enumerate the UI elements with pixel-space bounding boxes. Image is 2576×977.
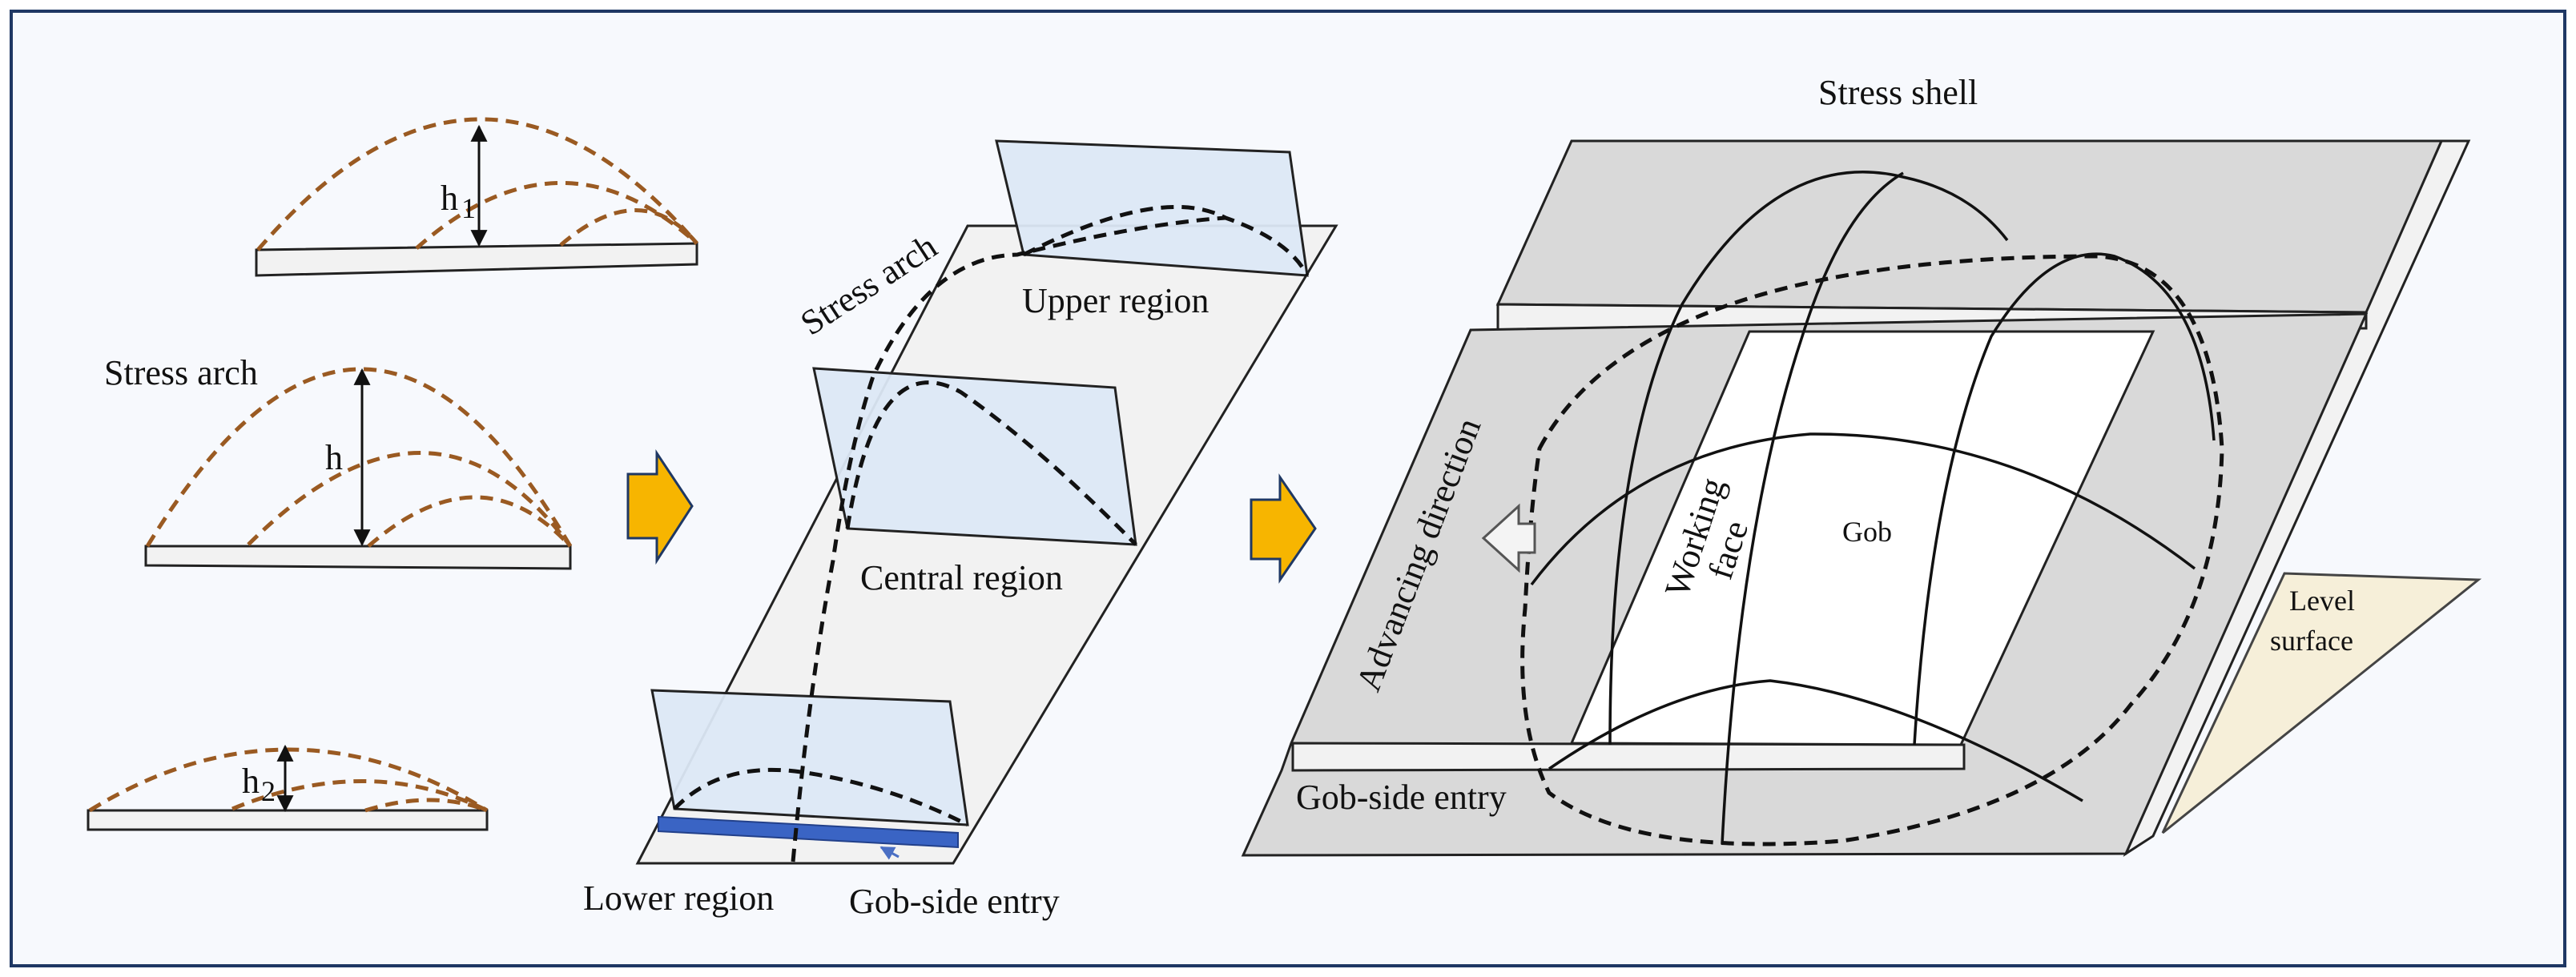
gob-area <box>1569 330 2155 746</box>
level-surface-label-line1: Level <box>2289 585 2355 617</box>
gob-label: Gob <box>1842 516 1892 548</box>
arch-h1: h 1 <box>255 117 698 277</box>
right-gob-side-entry-label: Gob-side entry <box>1296 778 1507 817</box>
top-slab <box>1495 139 2444 314</box>
right-arrow-icon <box>626 449 694 565</box>
upper-region-label: Upper region <box>1022 281 1209 320</box>
middle-gob-side-entry-label: Gob-side entry <box>849 882 1060 921</box>
h2-label: h <box>242 762 260 801</box>
central-region-label: Central region <box>860 558 1063 597</box>
h1-subscript: 1 <box>461 192 476 224</box>
arch-h2: h 2 <box>87 744 489 831</box>
h1-label: h <box>441 179 458 218</box>
right-arrow-icon <box>1250 473 1317 584</box>
h2-subscript: 2 <box>261 775 276 807</box>
lower-region-label: Lower region <box>583 878 774 918</box>
level-surface-label-line2: surface <box>2270 625 2353 657</box>
left-stress-arch-panel: h 1 Stress arch h h 2 <box>87 117 698 831</box>
entry-strip <box>1291 742 1966 772</box>
level-surface <box>2161 572 2482 834</box>
h-label: h <box>325 438 343 477</box>
left-stress-arch-label: Stress arch <box>104 353 258 392</box>
arch-h: Stress arch h <box>104 353 573 570</box>
stress-shell-panel: Stress shell Advancing direction Working… <box>1241 73 2482 857</box>
left-arrow-icon <box>1481 503 1536 573</box>
stress-shell-label: Stress shell <box>1818 73 1978 112</box>
gob-side-entry-bar <box>658 815 959 849</box>
